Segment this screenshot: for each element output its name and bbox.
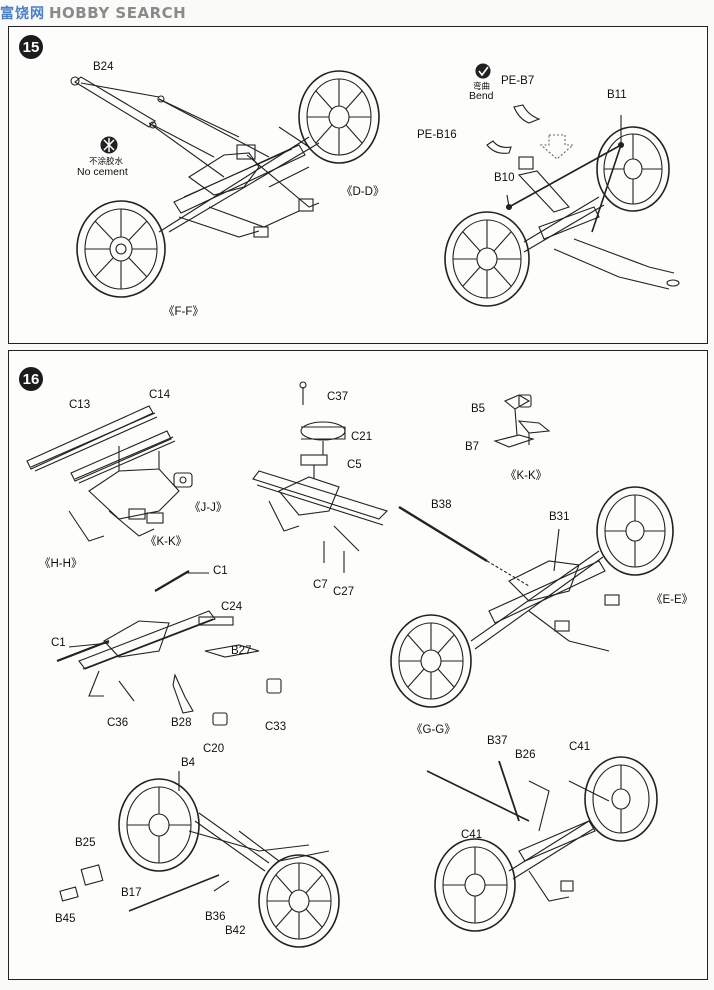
label-c5: C5 — [347, 459, 362, 471]
label-ff: 《F-F》 — [163, 306, 204, 318]
no-cement-icon — [100, 136, 118, 154]
step-16-panel: 16 — [8, 350, 708, 980]
label-c24: C24 — [221, 601, 243, 613]
step-16-drawing — [26, 381, 674, 948]
label-c7: C7 — [313, 579, 328, 591]
label-b24: B24 — [93, 61, 114, 73]
carriage-assembly-right — [444, 104, 680, 307]
label-no-cement-cn: 不涂胶水 — [89, 157, 124, 167]
wheel-assembly-b — [59, 771, 340, 948]
bend-icon — [475, 63, 491, 79]
label-jj: 《J-J》 — [189, 502, 228, 514]
step-number-15: 15 — [19, 35, 43, 59]
label-ee: 《E-E》 — [651, 594, 694, 606]
label-b5: B5 — [471, 403, 486, 415]
watermark-english: HOBBY SEARCH — [49, 4, 187, 22]
label-c1-top: C1 — [213, 565, 228, 577]
label-b17: B17 — [121, 887, 142, 899]
label-c41-top: C41 — [569, 741, 591, 753]
label-pe-b16: PE-B16 — [417, 129, 457, 141]
label-b38: B38 — [431, 499, 452, 511]
label-bend: Bend — [469, 90, 494, 102]
leaf-spring-assembly — [26, 405, 193, 542]
label-dd: 《D-D》 — [341, 186, 385, 198]
label-pe-b7: PE-B7 — [501, 75, 535, 87]
label-c33: C33 — [265, 721, 287, 733]
label-kk-2: 《K-K》 — [505, 470, 548, 482]
label-c36: C36 — [107, 717, 129, 729]
suspension-assembly-c — [56, 570, 282, 726]
label-c21: C21 — [351, 431, 373, 443]
label-c37: C37 — [327, 391, 349, 403]
label-b7: B7 — [465, 441, 480, 453]
carriage-assembly-left — [70, 70, 380, 298]
label-b27: B27 — [231, 645, 252, 657]
label-gg: 《G-G》 — [411, 724, 456, 736]
label-b25: B25 — [75, 837, 96, 849]
label-b4: B4 — [181, 757, 196, 769]
wheel-assembly-eg — [390, 486, 674, 708]
label-b45: B45 — [55, 913, 76, 925]
label-b11: B11 — [607, 89, 627, 101]
label-b28: B28 — [171, 717, 192, 729]
label-b10: B10 — [494, 172, 515, 184]
label-kk-1: 《K-K》 — [145, 536, 188, 548]
label-c13: C13 — [69, 399, 91, 411]
label-c1-left: C1 — [51, 637, 66, 649]
label-bend-cn: 弯曲 — [473, 82, 491, 92]
bracket-parts — [493, 394, 551, 448]
label-c14: C14 — [149, 389, 171, 401]
label-b37: B37 — [487, 735, 508, 747]
label-b31: B31 — [549, 511, 570, 523]
watermark-chinese: 富饶网 — [0, 6, 45, 22]
label-c41-left: C41 — [461, 829, 483, 841]
step-number-16: 16 — [19, 367, 43, 391]
label-c27: C27 — [333, 586, 355, 598]
label-c20: C20 — [203, 743, 225, 755]
label-b36: B36 — [205, 911, 226, 923]
step-15-panel: 15 — [8, 26, 708, 344]
label-b42: B42 — [225, 925, 246, 937]
axle-housing-assembly — [252, 381, 389, 573]
label-no-cement: No cement — [77, 166, 128, 178]
label-b26: B26 — [515, 749, 536, 761]
label-hh: 《H-H》 — [39, 558, 83, 570]
watermark: 富饶网 HOBBY SEARCH — [0, 0, 186, 26]
wheel-assembly-c41 — [426, 756, 658, 932]
step-15-drawing — [70, 63, 680, 307]
